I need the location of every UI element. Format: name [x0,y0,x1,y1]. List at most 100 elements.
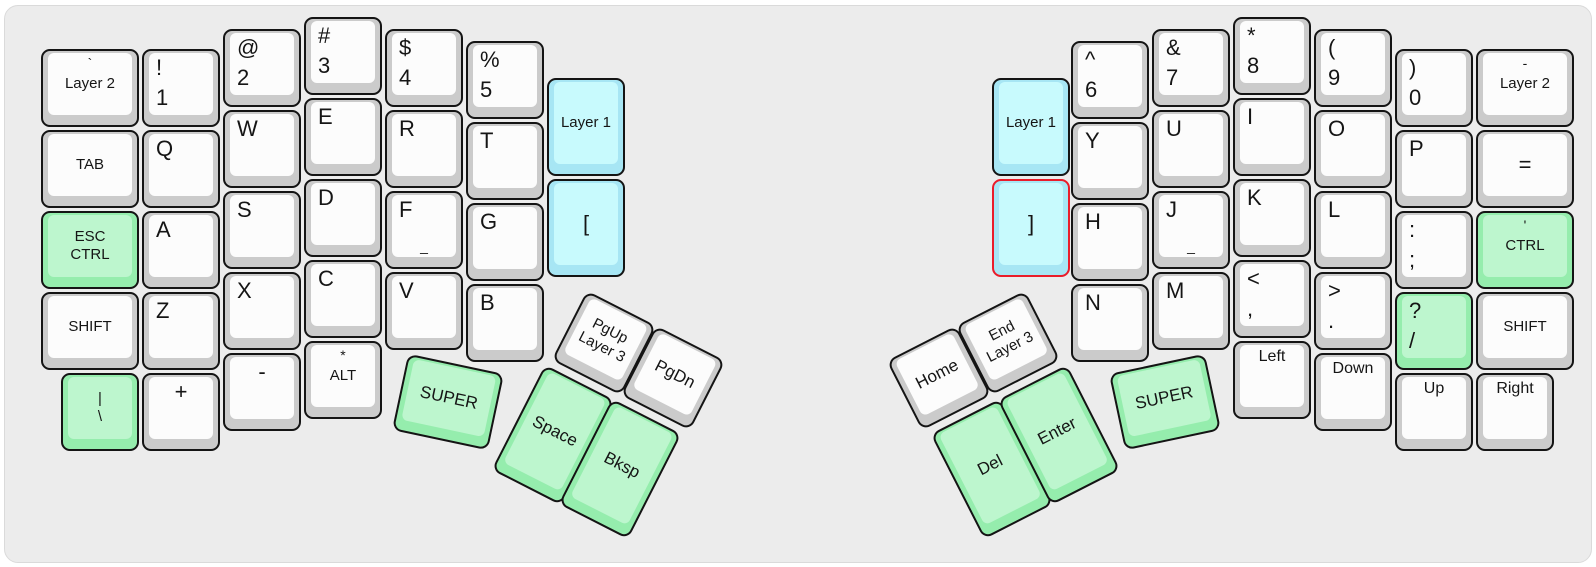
key-rbracket[interactable]: ] [992,179,1070,277]
key-layer2-right[interactable]: -Layer 2 [1476,49,1574,127]
key-at-2[interactable]: @2 [223,29,301,107]
key-label: Layer 2 [64,75,116,92]
keycap-top [554,183,618,265]
key-k[interactable]: K [1233,179,1311,257]
key-amp-7[interactable]: &7 [1152,29,1230,107]
key-v[interactable]: V [385,272,463,350]
key-label: ) [1409,55,1417,80]
key-n[interactable]: N [1071,284,1149,362]
key-label: Layer 1 [560,114,612,131]
key-lbracket[interactable]: [ [547,179,625,277]
keycap-top [230,114,294,176]
key-minus[interactable]: - [223,353,301,431]
key-ast-8[interactable]: *8 [1233,17,1311,95]
key-paren-0[interactable]: )0 [1395,49,1473,127]
key-i[interactable]: I [1233,98,1311,176]
keycap-top [1483,296,1567,358]
key-quote-ctrl[interactable]: 'CTRL [1476,211,1574,289]
key-question-slash[interactable]: ?/ [1395,292,1473,370]
key-gt-period[interactable]: >. [1314,272,1392,350]
keycap-top [473,126,537,188]
key-w[interactable]: W [223,110,301,188]
keycap-top [230,195,294,257]
key-layer1-left[interactable]: Layer 1 [547,78,625,176]
key-label: - [1522,55,1528,71]
key-hash-3[interactable]: #3 [304,17,382,95]
key-pipe-backslash[interactable]: | \ [61,373,139,451]
key-label: ? [1409,298,1422,323]
key-l[interactable]: L [1314,191,1392,269]
key-s[interactable]: S [223,191,301,269]
key-caret-6[interactable]: ^6 [1071,41,1149,119]
key-arrow-down[interactable]: Down [1314,353,1392,431]
key-e[interactable]: E [304,98,382,176]
key-dollar-4[interactable]: $4 [385,29,463,107]
key-f[interactable]: F_ [385,191,463,269]
key-shift-left[interactable]: SHIFT [41,292,139,370]
key-label: % [480,47,500,72]
key-equals[interactable]: = [1476,130,1574,208]
key-y[interactable]: Y [1071,122,1149,200]
key-label: < [1247,266,1260,291]
keycap-top [1240,183,1304,245]
key-d[interactable]: D [304,179,382,257]
key-x[interactable]: X [223,272,301,350]
key-j[interactable]: J_ [1152,191,1230,269]
keycap-top [473,288,537,350]
key-a[interactable]: A [142,211,220,289]
keycap-top [311,183,375,245]
key-label: K [1247,185,1262,210]
key-m[interactable]: M [1152,272,1230,350]
key-r[interactable]: R [385,110,463,188]
keycap-top [1402,134,1466,196]
key-label: ' [1523,217,1527,233]
key-t[interactable]: T [466,122,544,200]
keycap-top [48,53,132,115]
keycap-top [1240,21,1304,83]
keycap-top [1078,126,1142,188]
key-c[interactable]: C [304,260,382,338]
keycap-top [149,134,213,196]
key-colon-semi[interactable]: :; [1395,211,1473,289]
key-layer1-right[interactable]: Layer 1 [992,78,1070,176]
key-tab[interactable]: TAB [41,130,139,208]
key-plus[interactable]: + [142,373,220,451]
key-p[interactable]: P [1395,130,1473,208]
key-esc-ctrl[interactable]: ESC CTRL [41,211,139,289]
keycap-top [149,215,213,277]
keycap-top [999,82,1063,164]
key-label: - [258,359,266,384]
key-arrow-left[interactable]: Left [1233,341,1311,419]
keycap-top [1159,195,1223,257]
keycap-top [311,102,375,164]
key-label: 1 [156,84,169,110]
keycap-top [1159,114,1223,176]
key-label: L [1328,197,1341,222]
key-layer2-left[interactable]: `Layer 2 [41,49,139,127]
key-q[interactable]: Q [142,130,220,208]
keycap-top [48,215,132,277]
key-label: N [1085,290,1101,315]
key-label: TAB [75,156,105,173]
key-h[interactable]: H [1071,203,1149,281]
key-arrow-right[interactable]: Right [1476,373,1554,451]
key-u[interactable]: U [1152,110,1230,188]
key-lt-comma[interactable]: <, [1233,260,1311,338]
key-o[interactable]: O [1314,110,1392,188]
key-label: 0 [1409,84,1422,110]
keycap-top [1402,296,1466,358]
key-percent-5[interactable]: %5 [466,41,544,119]
key-label: I [1247,104,1254,129]
key-shift-right[interactable]: SHIFT [1476,292,1574,370]
key-z[interactable]: Z [142,292,220,370]
key-arrow-up[interactable]: Up [1395,373,1473,451]
key-g[interactable]: G [466,203,544,281]
keycap-top [1321,276,1385,338]
keycap-top [48,296,132,358]
keycap-top [1321,33,1385,95]
key-star-alt[interactable]: *ALT [304,341,382,419]
key-label: > [1328,278,1341,303]
key-excl-1[interactable]: !1 [142,49,220,127]
key-b[interactable]: B [466,284,544,362]
key-paren-9[interactable]: (9 [1314,29,1392,107]
